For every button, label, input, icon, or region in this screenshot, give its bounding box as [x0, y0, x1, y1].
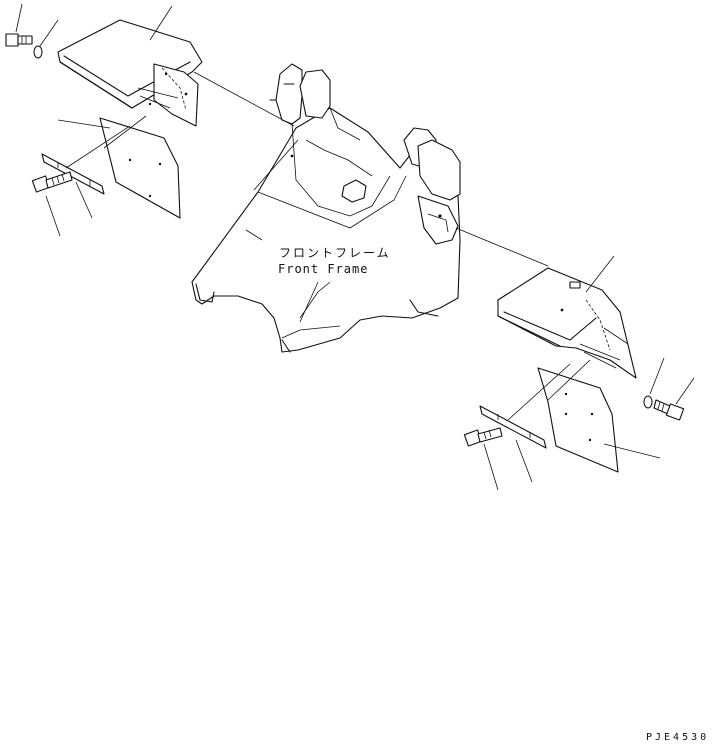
leader-lines	[15, 3, 695, 491]
assembly-lines	[65, 71, 629, 421]
right-bolt	[463, 427, 503, 447]
left-bolt	[31, 171, 73, 193]
frame-label-english: Front Frame	[278, 262, 368, 276]
left-fender	[57, 19, 203, 127]
right-retainer-bar	[479, 405, 547, 449]
left-mud-flap	[99, 117, 181, 219]
top-left-bolt	[5, 33, 33, 47]
frame-label-japanese: フロントフレーム	[279, 246, 391, 260]
top-left-washer	[33, 45, 43, 59]
right-fender	[497, 267, 637, 379]
right-side-bolt	[653, 399, 685, 421]
front-frame	[191, 63, 461, 353]
right-mud-flap	[537, 367, 619, 473]
right-washer	[643, 395, 653, 409]
left-retainer-bar	[41, 153, 105, 195]
drawing-code: PJE4530	[646, 732, 709, 743]
